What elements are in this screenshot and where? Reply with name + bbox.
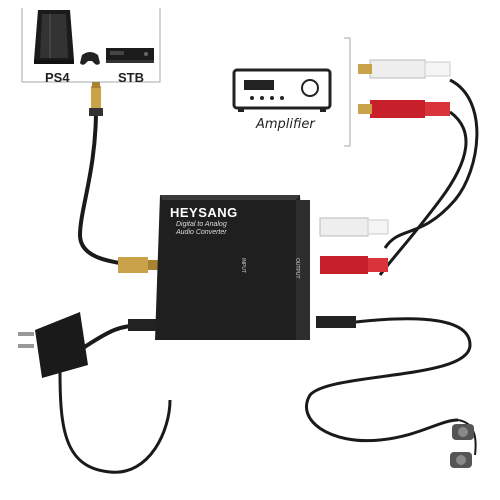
amplifier-label: Amplifier [256,117,315,132]
rca-cable [319,59,479,276]
amplifier-bracket [344,37,351,147]
source-bracket [21,8,161,83]
converter-box [155,195,310,340]
product-description-line2: Audio Converter [176,229,227,236]
product-description-line1: Digital to Analog [176,221,227,228]
stb-label: STB [118,70,144,85]
brand-logo: HEYSANG [170,205,238,220]
headphone-cable [305,316,477,456]
earphones-icon [450,424,474,468]
input-port-label: INPUT [240,258,246,273]
stb-box-icon [106,48,154,63]
coaxial-cable [77,82,158,273]
ps4-console-icon [34,10,74,64]
amplifier-icon [232,68,332,112]
power-adapter [18,312,172,474]
controller-icon [80,52,100,65]
ps4-label: PS4 [45,70,70,85]
output-port-label: OUTPUT [294,258,300,279]
